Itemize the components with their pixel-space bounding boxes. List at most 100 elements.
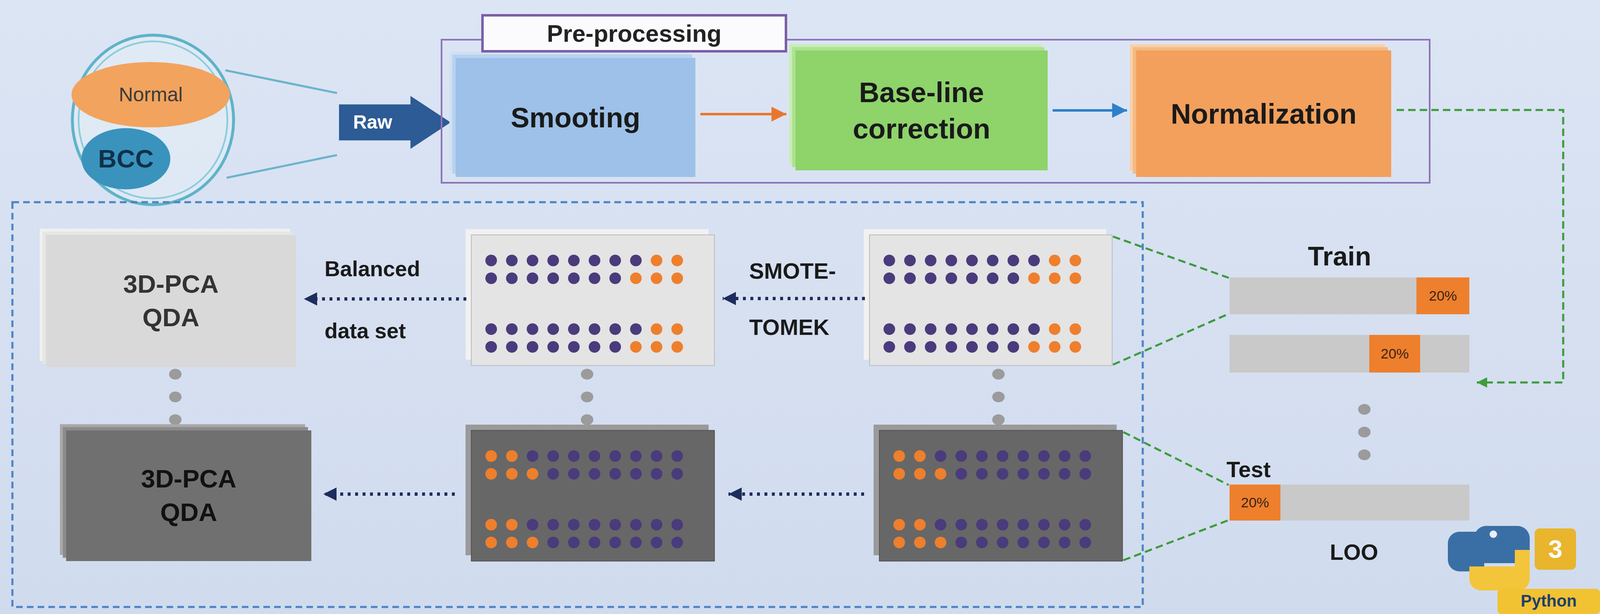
sample-dot	[934, 536, 947, 549]
version-number: 3	[1534, 533, 1577, 565]
sample-dot	[955, 450, 968, 462]
sample-dot	[945, 272, 958, 285]
sample-dot	[1079, 518, 1092, 531]
ellipsis-dot	[1358, 426, 1371, 438]
sample-dot	[630, 272, 642, 285]
sample-dot	[1058, 450, 1071, 462]
sample-dot	[1069, 272, 1082, 285]
sample-dot	[568, 254, 580, 267]
sample-dot	[924, 254, 937, 267]
ellipsis-dot	[1358, 403, 1371, 415]
sample-dot	[609, 254, 621, 267]
sample-dot	[506, 536, 518, 549]
sample-dot	[630, 518, 642, 531]
dataset-box	[471, 234, 715, 366]
split-label: LOO	[1310, 537, 1398, 567]
sample-dot	[996, 536, 1009, 549]
node-text: 20%	[1428, 286, 1457, 305]
sample-dot	[914, 536, 926, 549]
sample-dot	[630, 254, 642, 267]
sample-dot	[1048, 323, 1061, 335]
sample-dot	[650, 450, 663, 462]
dataset-box	[879, 430, 1123, 562]
test-fold: 20%	[1416, 277, 1470, 315]
sample-dot	[1028, 341, 1040, 353]
version-badge	[1534, 528, 1577, 570]
sample-dot	[1058, 518, 1071, 531]
sample-dot	[996, 450, 1009, 462]
process-box: Smooting	[455, 57, 696, 177]
logo-yellow	[1469, 549, 1530, 591]
node-text: Raw	[353, 109, 393, 135]
test-fold: 20%	[1229, 484, 1281, 521]
sample-dot	[1007, 272, 1020, 285]
sample-dot	[1058, 468, 1071, 480]
zoom-guide	[1123, 520, 1229, 561]
sample-dot	[976, 468, 988, 480]
sample-dot	[568, 536, 580, 549]
sample-dot	[986, 323, 999, 335]
sample-dot	[976, 518, 988, 531]
ellipsis-dot	[580, 391, 594, 403]
ellipse-shape	[71, 62, 230, 128]
ellipsis-dot	[169, 414, 182, 426]
sample-dot	[547, 536, 559, 549]
sample-dot	[485, 518, 497, 531]
sample-dot	[1017, 450, 1030, 462]
ellipsis-dot	[580, 414, 594, 426]
sample-dot	[547, 468, 559, 480]
stage-group: Pre-processingSmootingBase-line correcti…	[440, 38, 1431, 184]
sample-dot	[924, 272, 937, 285]
sample-dot	[904, 254, 916, 267]
flow-label: Balanced data set	[324, 237, 461, 362]
sample-dot	[485, 450, 497, 462]
ellipsis-dot	[580, 368, 594, 380]
zoom-line	[226, 155, 337, 178]
sample-dot	[506, 254, 518, 267]
sample-dot	[526, 341, 539, 353]
sample-dot	[904, 341, 916, 353]
sample-dot	[588, 341, 601, 353]
sample-dot	[883, 272, 896, 285]
sample-dot	[893, 518, 906, 531]
split-bar	[1229, 484, 1470, 521]
sample-dot	[1038, 536, 1050, 549]
sample-dot	[1048, 272, 1061, 285]
sample-dot	[588, 450, 601, 462]
flow-arrow	[728, 492, 865, 496]
sample-dot	[1069, 323, 1082, 335]
sample-dot	[671, 518, 683, 531]
node-text: 3D-PCA QDA	[102, 267, 240, 335]
sample-dot	[1017, 536, 1030, 549]
processing-region	[12, 202, 1143, 607]
sample-dot	[1038, 518, 1050, 531]
sample-dot	[945, 323, 958, 335]
sample-dot	[650, 254, 663, 267]
sample-dot	[650, 536, 663, 549]
sample-dot	[609, 518, 621, 531]
python-logo	[1447, 525, 1600, 614]
sample-dot	[506, 518, 518, 531]
sample-dot	[485, 254, 497, 267]
logo-name: Python	[1497, 590, 1600, 612]
sample-dot	[1028, 254, 1040, 267]
sample-dot	[526, 450, 539, 462]
sample-dot	[588, 536, 601, 549]
ellipsis-dot	[992, 391, 1005, 403]
node-text: 3D-PCA QDA	[120, 462, 258, 529]
sample-dot	[893, 450, 906, 462]
classifier-box: 3D-PCA QDA	[66, 430, 312, 562]
sample-dot	[1038, 468, 1050, 480]
sample-dot	[526, 468, 539, 480]
sample-dot	[526, 254, 539, 267]
sample-dot	[1017, 468, 1030, 480]
sample-dot	[986, 341, 999, 353]
name-badge	[1497, 588, 1600, 614]
sample-dot	[945, 341, 958, 353]
sample-dot	[588, 468, 601, 480]
sample-dot	[1038, 450, 1050, 462]
dataset-boxes	[465, 229, 1123, 562]
sample-dot	[934, 450, 947, 462]
sample-dot	[671, 323, 683, 335]
